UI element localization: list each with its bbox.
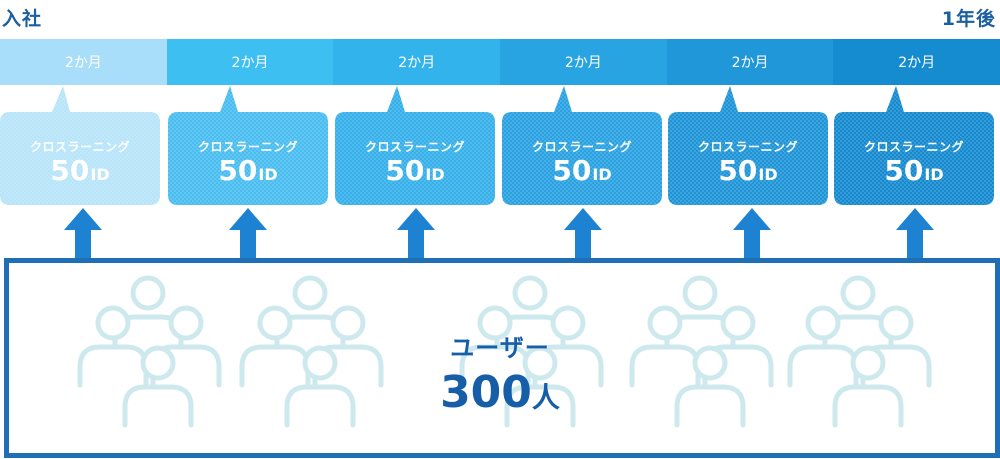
bubble-number: 50: [552, 154, 592, 187]
people-group-icon: [239, 275, 384, 428]
bubble-value: 50ID: [502, 156, 662, 190]
timeline-segment: 2か月: [833, 39, 1000, 85]
up-arrow-icon: [229, 208, 267, 261]
bubble-number: 50: [218, 154, 258, 187]
timeline-segment-label: 2か月: [731, 55, 769, 71]
person-icon: [832, 345, 904, 428]
people-group-icon: [629, 275, 774, 428]
timeline-segment: 2か月: [166, 39, 334, 85]
people-group-icon: [459, 275, 604, 428]
bubble-unit: ID: [758, 165, 778, 184]
timeline-segment: 2か月: [666, 39, 834, 85]
person-icon: [77, 305, 149, 388]
start-label: 入社: [2, 8, 43, 30]
timeline-segment-label: 2か月: [64, 55, 102, 71]
user-summary: ユーザー 300人: [0, 328, 1000, 424]
user-count-number: 300: [440, 367, 532, 418]
up-arrow-icon: [564, 208, 602, 261]
timeline-segment-label: 2か月: [898, 55, 936, 71]
bubble-number: 50: [385, 154, 425, 187]
user-count: 300人: [0, 367, 1000, 424]
bubble-text: クロスラーニング 50ID: [335, 138, 495, 190]
people-illustration: [77, 275, 932, 428]
bubble-text: クロスラーニング 50ID: [168, 138, 328, 190]
bubble-value: 50ID: [834, 156, 994, 190]
timeline-segment-label: 2か月: [231, 55, 269, 71]
bubble-text: クロスラーニング 50ID: [0, 138, 160, 190]
person-icon: [122, 345, 194, 428]
bubble-title: クロスラーニング: [863, 140, 964, 154]
timeline-segment-label: 2か月: [564, 55, 602, 71]
up-arrow-icon: [896, 208, 934, 261]
timeline-segment: 2か月: [500, 39, 667, 85]
bubble-title: クロスラーニング: [697, 140, 798, 154]
timeline-bar: 2か月 2か月 2か月 2か月 2か月 2か月: [0, 39, 1000, 85]
bubble-title: クロスラーニング: [29, 140, 130, 154]
timeline-segment: 2か月: [0, 39, 167, 85]
timeline-segment: 2か月: [333, 39, 501, 85]
bubble-text: クロスラーニング 50ID: [834, 138, 994, 190]
up-arrow-icon: [64, 208, 102, 261]
bubble-title: クロスラーニング: [364, 140, 465, 154]
bubble-value: 50ID: [168, 156, 328, 190]
bubble-number: 50: [50, 154, 90, 187]
bubble-unit: ID: [592, 165, 612, 184]
bubble-value: 50ID: [668, 156, 828, 190]
bubble-title: クロスラーニング: [531, 140, 632, 154]
bubble-value: 50ID: [335, 156, 495, 190]
people-group-icon: [77, 275, 222, 428]
bubble-value: 50ID: [0, 156, 160, 190]
bubble-unit: ID: [924, 165, 944, 184]
bubble-number: 50: [884, 154, 924, 187]
end-label: 1年後: [941, 8, 996, 30]
user-label: ユーザー: [450, 334, 550, 362]
person-icon: [284, 345, 356, 428]
up-arrow-icon: [397, 208, 435, 261]
person-icon: [787, 305, 859, 388]
bubble-title: クロスラーニング: [197, 140, 298, 154]
person-icon: [504, 345, 576, 428]
bubble-text: クロスラーニング 50ID: [502, 138, 662, 190]
person-icon: [674, 345, 746, 428]
bubble-text: クロスラーニング 50ID: [668, 138, 828, 190]
bubble-unit: ID: [425, 165, 445, 184]
bubble-unit: ID: [90, 165, 110, 184]
bubble-number: 50: [718, 154, 758, 187]
user-count-unit: 人: [531, 381, 560, 414]
person-icon: [629, 305, 701, 388]
up-arrows: [64, 208, 934, 261]
people-group-icon: [787, 275, 932, 428]
bubble-unit: ID: [258, 165, 278, 184]
up-arrow-icon: [733, 208, 771, 261]
timeline-segment-label: 2か月: [398, 55, 436, 71]
